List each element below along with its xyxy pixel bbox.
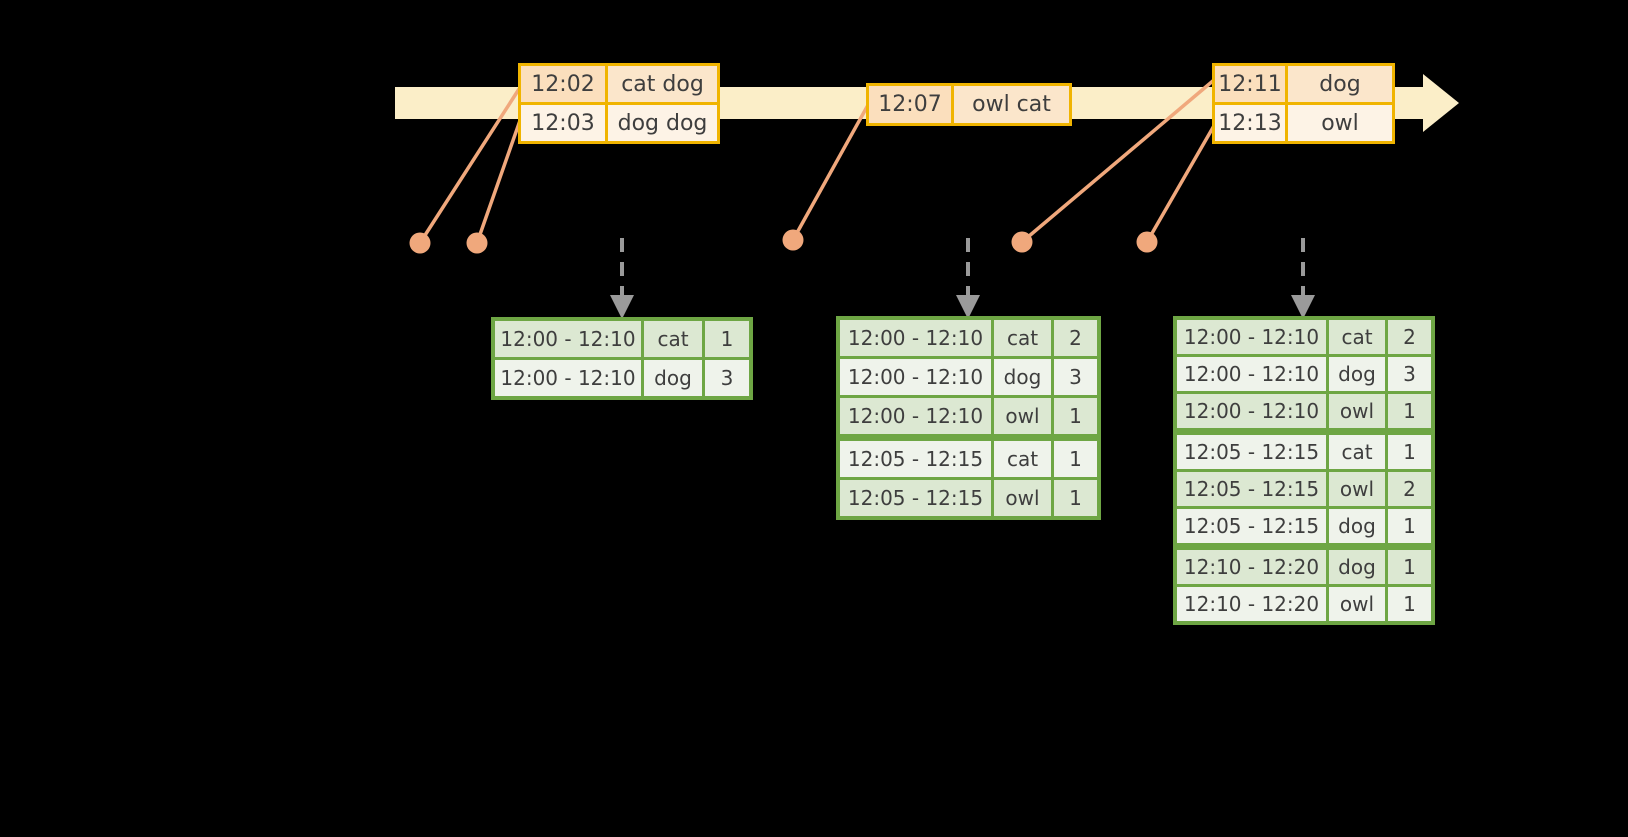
word-cell: cat [1329, 320, 1385, 354]
word-cell: owl [994, 398, 1051, 434]
event-words: owl cat [954, 86, 1069, 123]
word-cell: cat [994, 441, 1051, 477]
event-time: 12:13 [1215, 105, 1285, 141]
timeline-arrowhead-icon [1423, 74, 1459, 132]
event-words: owl [1288, 105, 1392, 141]
word-cell: cat [994, 320, 1051, 356]
count-cell: 3 [1054, 359, 1097, 395]
word-cell: owl [1329, 472, 1385, 506]
count-cell: 1 [1388, 587, 1431, 621]
window-cell: 12:00 - 12:10 [840, 320, 991, 356]
count-cell: 3 [705, 360, 749, 396]
event-time-dot [409, 232, 431, 254]
window-cell: 12:00 - 12:10 [840, 359, 991, 395]
window-cell: 12:00 - 12:10 [840, 398, 991, 434]
event-time-dot [782, 229, 804, 251]
window-cell: 12:05 - 12:15 [840, 480, 991, 516]
word-cell: owl [1329, 394, 1385, 428]
count-cell: 1 [1388, 509, 1431, 543]
event-time-dot [466, 232, 488, 254]
window-cell: 12:10 - 12:20 [1177, 550, 1326, 584]
word-cell: dog [1329, 357, 1385, 391]
window-cell: 12:05 - 12:15 [840, 441, 991, 477]
word-cell: dog [994, 359, 1051, 395]
event-time: 12:07 [869, 86, 951, 123]
count-cell: 1 [1054, 480, 1097, 516]
word-cell: owl [1329, 587, 1385, 621]
window-cell: 12:00 - 12:10 [1177, 320, 1326, 354]
trigger-arrowhead-icon [1291, 295, 1315, 319]
event-words: dog [1288, 66, 1392, 102]
word-cell: dog [644, 360, 702, 396]
event-connector-line [1020, 78, 1216, 244]
event-words: dog dog [608, 105, 717, 141]
window-cell: 12:10 - 12:20 [1177, 587, 1326, 621]
count-cell: 1 [1054, 441, 1097, 477]
word-cell: cat [1329, 435, 1385, 469]
trigger-arrowhead-icon [610, 295, 634, 319]
count-cell: 1 [1388, 435, 1431, 469]
word-cell: dog [1329, 550, 1385, 584]
event-connector-line [475, 111, 525, 244]
count-cell: 2 [1054, 320, 1097, 356]
count-cell: 1 [1388, 550, 1431, 584]
word-cell: owl [994, 480, 1051, 516]
window-cell: 12:00 - 12:10 [495, 321, 641, 357]
window-cell: 12:05 - 12:15 [1177, 472, 1326, 506]
event-time: 12:02 [521, 66, 605, 102]
event-time-dot [1011, 231, 1033, 253]
count-cell: 2 [1388, 320, 1431, 354]
word-cell: dog [1329, 509, 1385, 543]
window-cell: 12:00 - 12:10 [1177, 394, 1326, 428]
window-cell: 12:00 - 12:10 [495, 360, 641, 396]
event-connector-line [1145, 123, 1217, 243]
count-cell: 1 [705, 321, 749, 357]
event-connector-line [418, 88, 521, 244]
count-cell: 3 [1388, 357, 1431, 391]
event-words: cat dog [608, 66, 717, 102]
trigger-arrowhead-icon [956, 295, 980, 319]
event-time-dot [1136, 231, 1158, 253]
count-cell: 2 [1388, 472, 1431, 506]
event-time: 12:11 [1215, 66, 1285, 102]
count-cell: 1 [1388, 394, 1431, 428]
count-cell: 1 [1054, 398, 1097, 434]
window-cell: 12:00 - 12:10 [1177, 357, 1326, 391]
window-cell: 12:05 - 12:15 [1177, 435, 1326, 469]
word-cell: cat [644, 321, 702, 357]
window-cell: 12:05 - 12:15 [1177, 509, 1326, 543]
event-time: 12:03 [521, 105, 605, 141]
event-connector-line [791, 104, 870, 241]
